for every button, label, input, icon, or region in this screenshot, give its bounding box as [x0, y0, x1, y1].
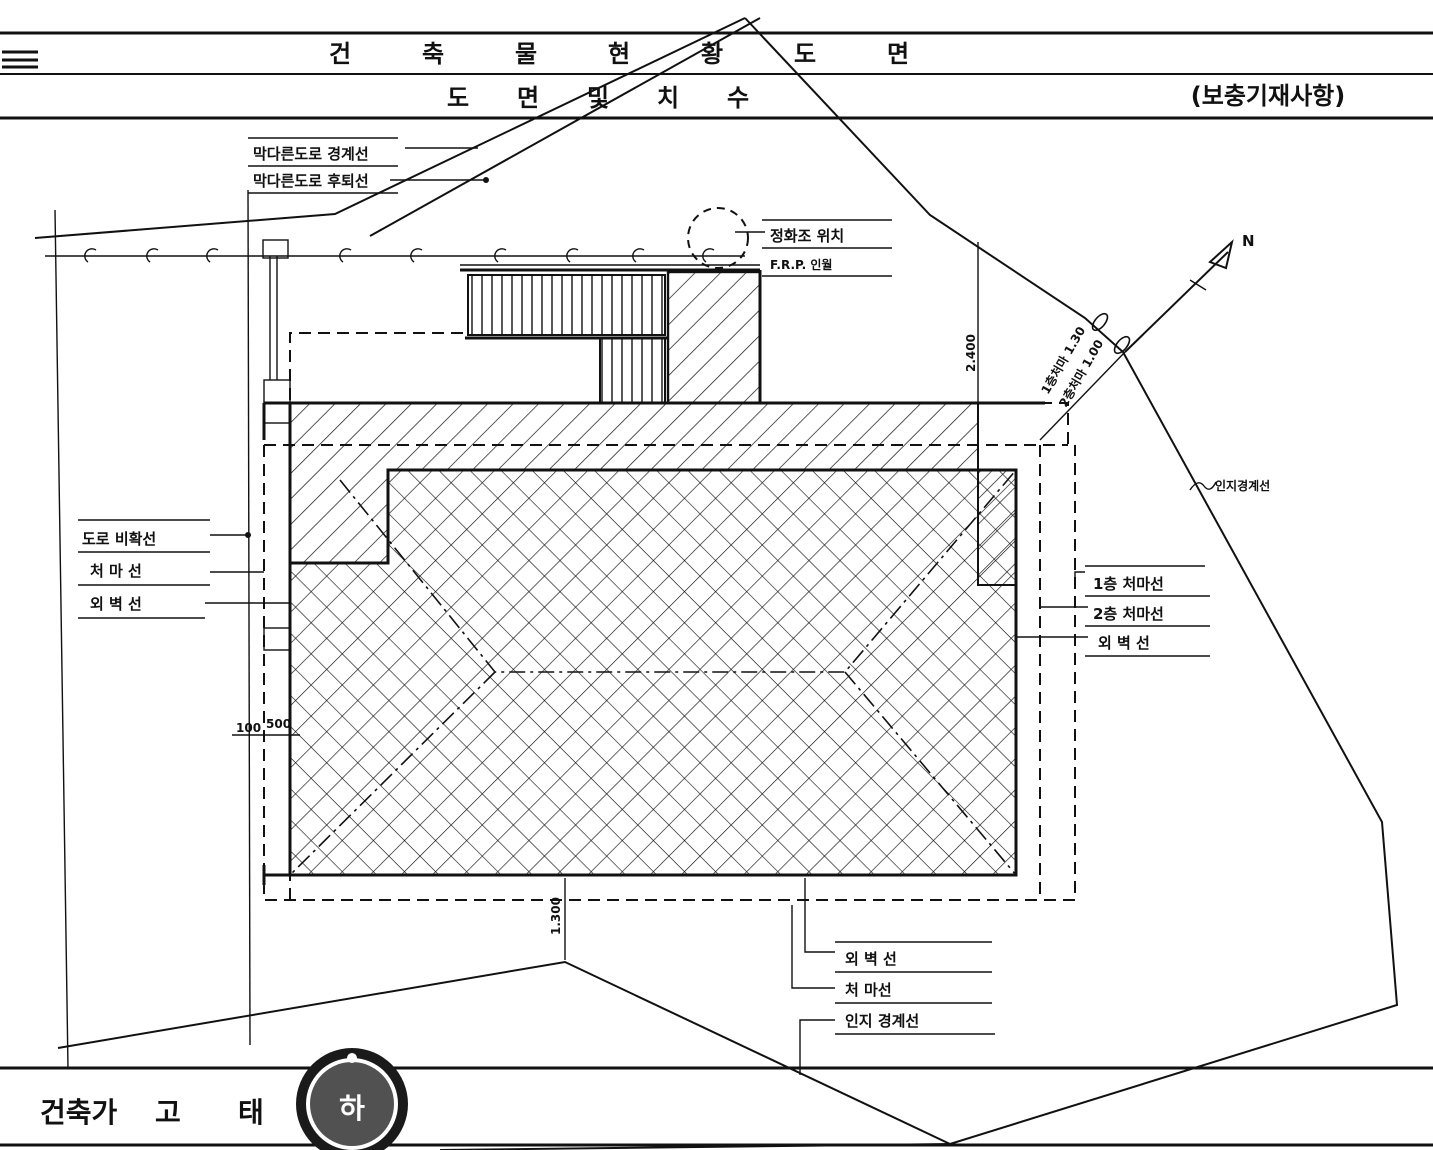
seal-char: 하	[339, 1092, 365, 1125]
fence-line	[45, 239, 745, 263]
label-road-setback: 막다른도로 후퇴선	[253, 172, 369, 190]
dimension-left-small: 100	[236, 721, 261, 735]
subtitle-char: 면	[517, 84, 539, 112]
label-outer-wall-bottom: 외 벽 선	[845, 950, 897, 968]
architect-name-char1: 고	[155, 1096, 181, 1129]
label-eave-left: 처 마 선	[90, 562, 142, 580]
title-char: 물	[515, 40, 537, 68]
label-road-boundary: 막다른도로 경계선	[253, 145, 369, 163]
left-dimension-line	[54, 209, 69, 1069]
label-site-boundary-right: 인지경계선	[1215, 478, 1270, 493]
label-road-widening: 도로 비확선	[82, 530, 156, 548]
title-char: 축	[422, 40, 444, 68]
label-eave-bottom: 처 마선	[845, 981, 892, 999]
eave-lines	[263, 351, 1126, 901]
title-char: 건	[329, 40, 351, 68]
architect-role: 건축가	[40, 1096, 118, 1129]
subtitle-char: 수	[727, 84, 749, 112]
footer-block: 건축가 고 태	[0, 1066, 1433, 1147]
building-footprint	[262, 256, 1045, 885]
subtitle-char: 치	[657, 84, 679, 112]
title-char: 면	[887, 40, 909, 68]
title-char: 현	[608, 40, 630, 68]
dimension-left-small2: 500	[266, 717, 291, 731]
label-frp: F.R.P. 인월	[770, 257, 832, 272]
north-label: N	[1242, 232, 1255, 250]
label-floor1-eave: 1층 처마선	[1093, 575, 1164, 593]
dimension-bottom-vertical: 1.300	[549, 897, 563, 935]
supplement-note: (보충기재사항)	[1191, 82, 1345, 110]
title-char: 도	[794, 40, 816, 68]
left-reference-line	[247, 189, 251, 1046]
label-floor2-eave: 2층 처마선	[1093, 605, 1164, 623]
architect-name-char2: 태	[238, 1096, 264, 1129]
stair-annex	[289, 264, 762, 405]
label-outer-wall-right: 외 벽 선	[1098, 634, 1150, 652]
label-outer-wall-left: 외 벽 선	[90, 595, 142, 613]
north-arrow: N	[1124, 232, 1255, 353]
subtitle-char: 도	[447, 84, 469, 112]
official-seal: 하	[296, 1048, 408, 1150]
label-site-boundary-bottom: 인지 경계선	[845, 1012, 919, 1030]
title-block: 건 축 물 현 황 도 면 도 면 및 치 수 (보충기재사항)	[0, 31, 1433, 120]
label-septic-location: 정화조 위치	[770, 227, 844, 245]
septic-tank-marker	[687, 207, 749, 269]
dimension-right-vertical: 2.400	[964, 334, 978, 372]
